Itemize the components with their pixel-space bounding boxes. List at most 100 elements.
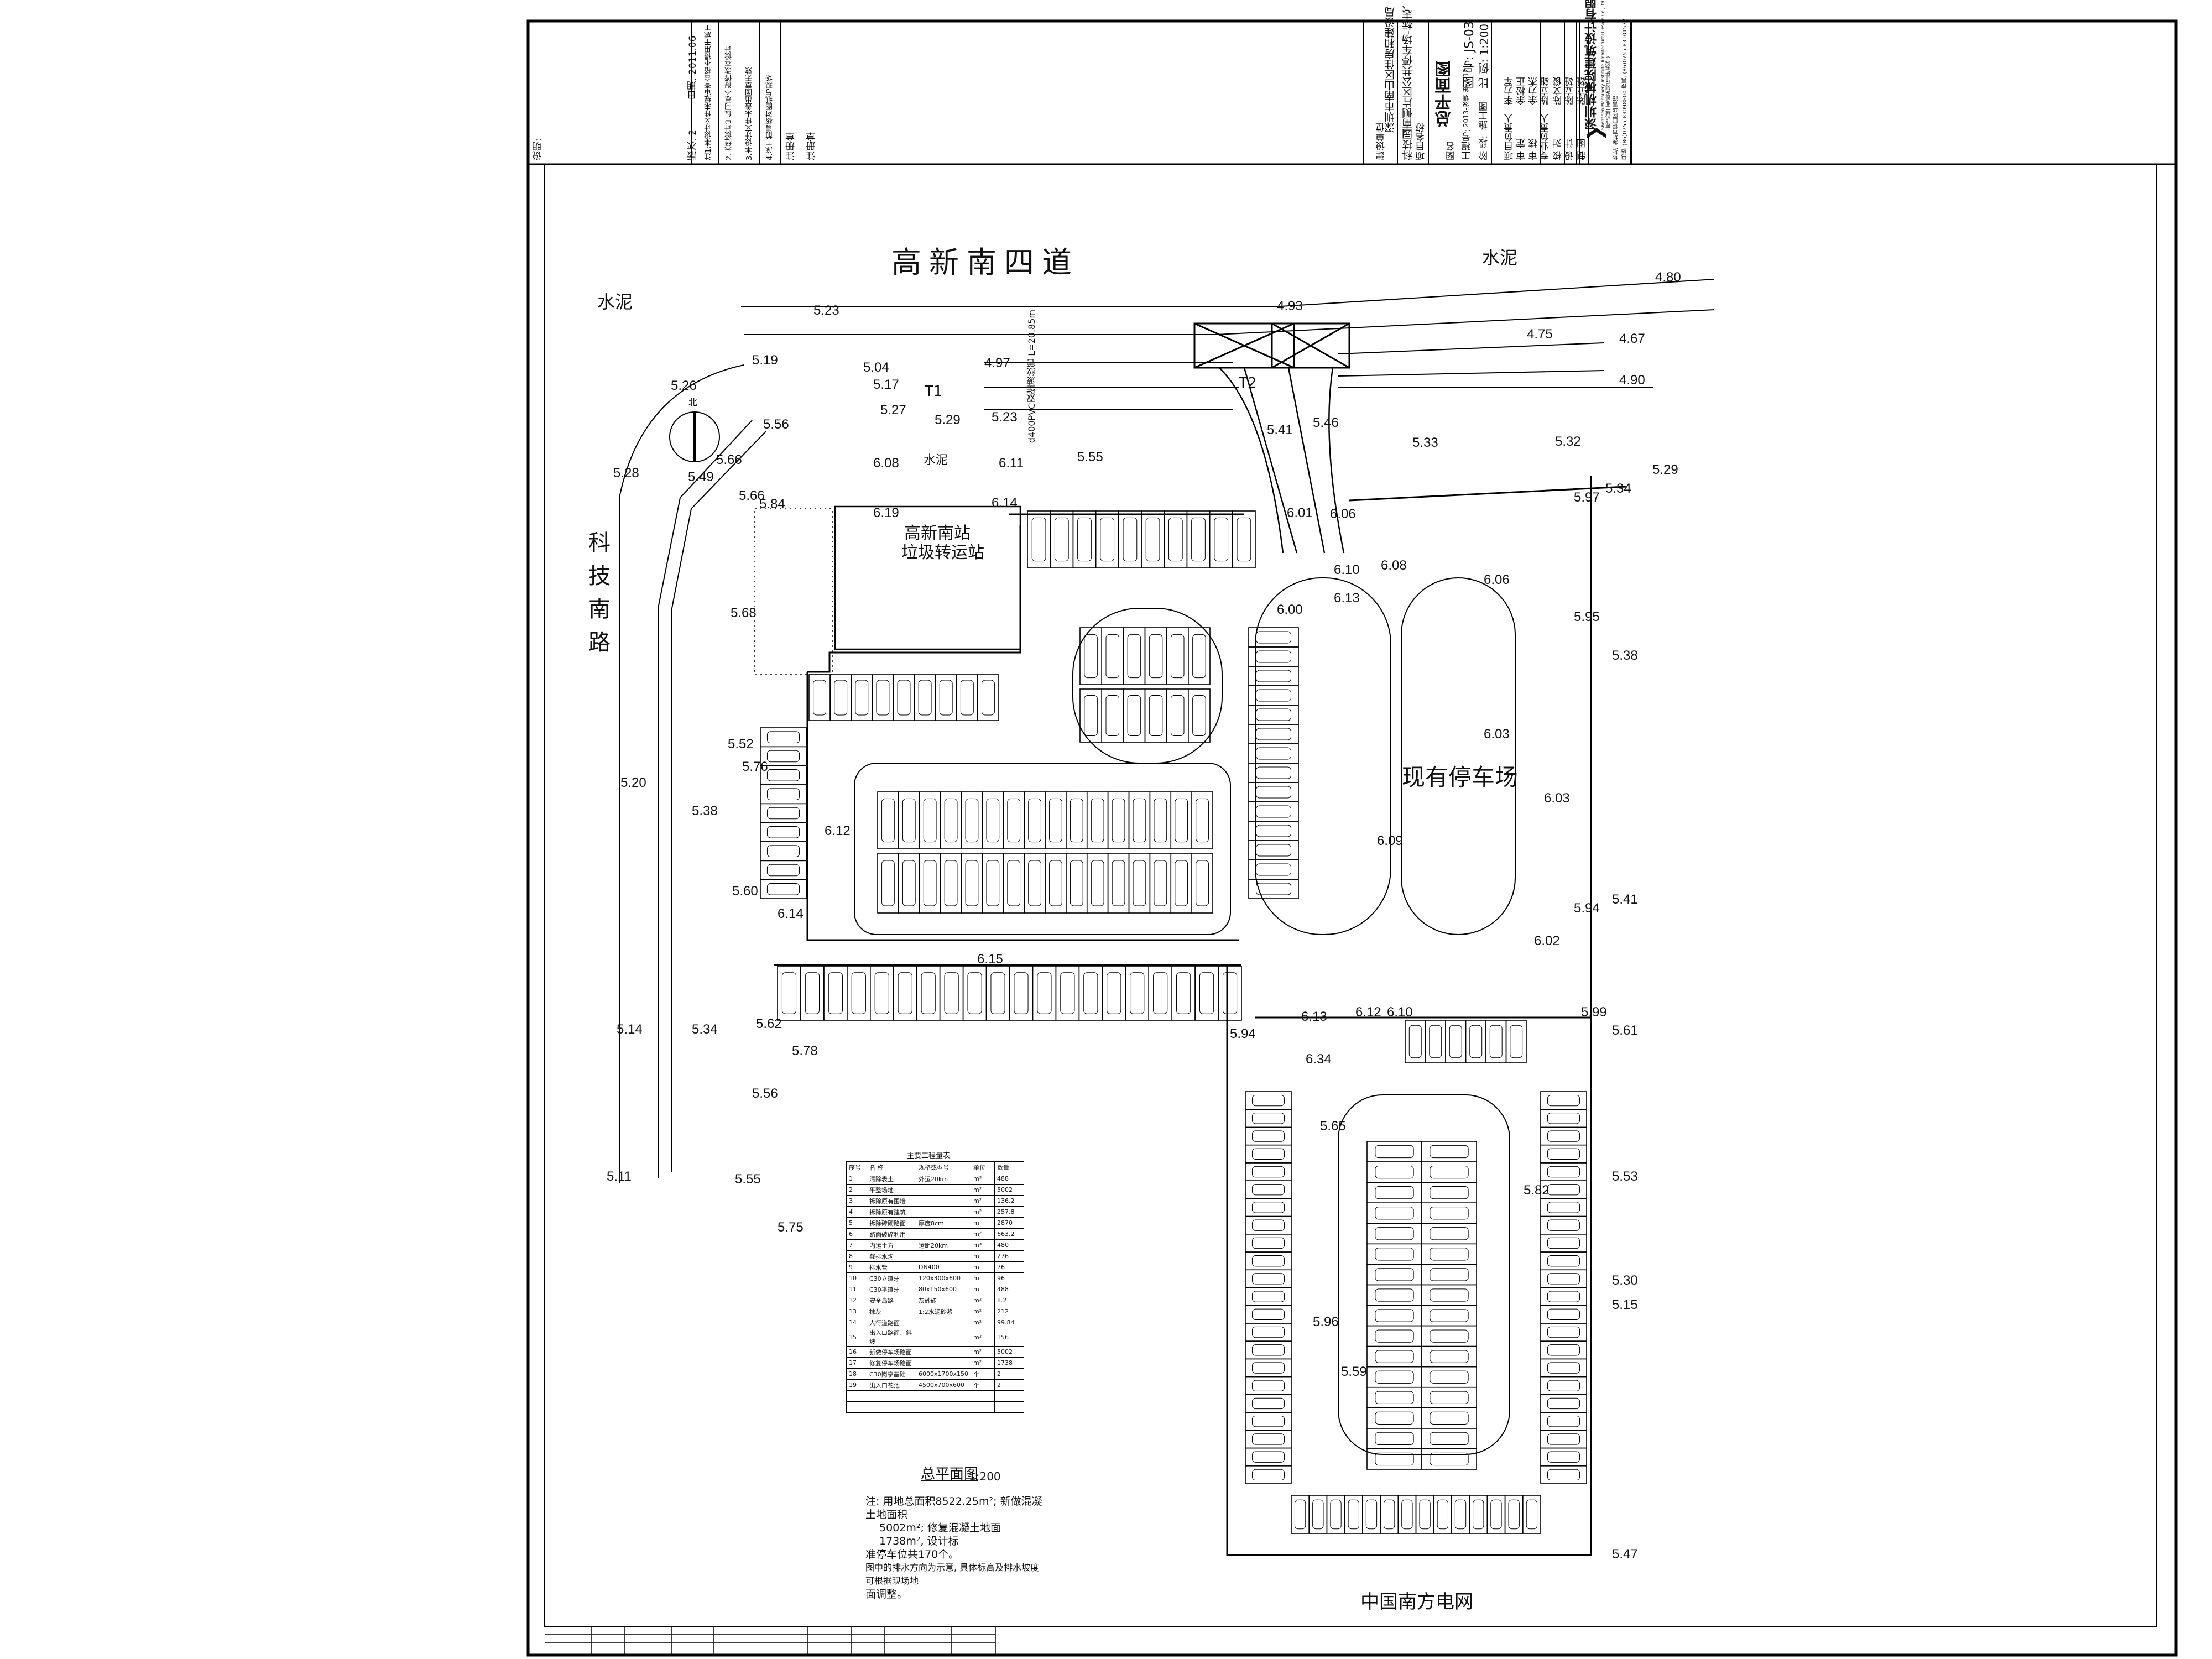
stamp-label: 注册章	[786, 132, 797, 160]
car-icon	[1430, 1452, 1469, 1466]
gate-structures	[1193, 322, 1350, 369]
table-cell: m	[971, 1250, 995, 1262]
car-icon	[897, 680, 911, 716]
car-icon	[1171, 634, 1185, 679]
caption-scale: 1:200	[969, 1470, 1001, 1483]
table-cell	[915, 1346, 972, 1358]
table-cell: 488	[994, 1284, 1025, 1295]
car-icon	[923, 860, 937, 906]
car-icon	[1547, 1380, 1580, 1391]
parking-stall	[1027, 510, 1051, 568]
table-cell: m²	[971, 1328, 995, 1347]
table-cell: C30立道牙	[867, 1272, 916, 1284]
drawing-name: 总平面图	[1435, 61, 1454, 127]
car-icon	[1430, 1329, 1469, 1343]
elevation-label: 5.41	[1612, 892, 1638, 907]
parking-stall	[1045, 791, 1067, 849]
elevation-label: 5.97	[1574, 490, 1600, 505]
parking-stall	[1101, 627, 1124, 685]
client-name: 深圳市南山区住房和建设局	[1384, 7, 1396, 133]
elevation-label: 5.26	[671, 378, 697, 393]
parking-stall	[1380, 1495, 1399, 1534]
stage: 施工图	[1479, 102, 1490, 130]
car-icon	[1251, 1433, 1285, 1445]
parking-stall	[760, 879, 807, 899]
car-icon	[1251, 1397, 1285, 1410]
car-icon	[1375, 1248, 1414, 1261]
car-icon	[1489, 1025, 1503, 1058]
table-cell: m²	[971, 1184, 995, 1196]
parking-stall	[1191, 791, 1213, 849]
parking-stall	[1123, 627, 1146, 685]
existing-lot-islands	[854, 577, 1516, 1455]
parking-stall	[1086, 853, 1109, 914]
signoff-role: 专业负责人	[1540, 113, 1551, 160]
table-cell: 截排水沟	[867, 1250, 916, 1262]
car-icon	[1454, 1499, 1467, 1530]
parking-stall	[1415, 1495, 1434, 1534]
car-icon	[1547, 1202, 1580, 1213]
car-icon	[944, 972, 959, 1014]
car-icon	[1100, 517, 1115, 562]
car-icon	[1547, 1362, 1580, 1374]
table-cell: 11	[846, 1284, 867, 1295]
table-cell: C30岗亭基础	[867, 1368, 916, 1380]
elevation-label: 5.66	[716, 452, 742, 467]
elevation-label: 6.06	[1330, 507, 1356, 521]
car-icon	[1547, 1451, 1580, 1463]
table-row	[846, 1390, 1025, 1402]
table-header: 规格或型号	[915, 1161, 972, 1173]
elevation-label: 5.96	[1313, 1314, 1339, 1329]
table-cell: 灰砂砖	[915, 1295, 972, 1306]
quantity-table-title: 主要工程量表	[907, 1152, 951, 1160]
table-cell: 厚度8cm	[915, 1217, 972, 1229]
car-icon	[965, 860, 979, 906]
divider	[1576, 21, 1577, 164]
parking-stall	[1505, 1020, 1527, 1063]
table-cell: 2	[994, 1379, 1025, 1391]
car-icon	[1430, 1309, 1469, 1322]
car-icon	[766, 750, 800, 763]
parking-stall	[1425, 1020, 1446, 1063]
car-icon	[1312, 1499, 1324, 1530]
elevation-label: 5.68	[731, 606, 757, 620]
car-icon	[1049, 860, 1062, 906]
elevation-label: 5.53	[1612, 1169, 1638, 1184]
parking-stall	[1009, 966, 1034, 1021]
parking-stall	[893, 674, 915, 721]
divider	[718, 21, 719, 164]
parking-stall	[1326, 1495, 1345, 1534]
car-icon	[1251, 1166, 1285, 1178]
parking-stall	[919, 853, 941, 914]
parking-stall	[1072, 510, 1097, 568]
elevation-label: 6.13	[1334, 591, 1360, 606]
table-cell	[994, 1401, 1025, 1413]
table-cell: 17	[846, 1357, 867, 1369]
car-icon	[1251, 1416, 1285, 1427]
divider	[1564, 21, 1565, 164]
car-icon	[881, 798, 895, 843]
elevation-label: 4.67	[1619, 331, 1645, 346]
parking-stall	[893, 966, 917, 1021]
elevation-label: 5.49	[688, 469, 714, 484]
parking-stall	[1344, 1495, 1363, 1534]
north-road	[741, 279, 1715, 410]
parking-stall	[982, 853, 1004, 914]
car-icon	[1091, 860, 1104, 906]
car-icon	[1375, 1227, 1414, 1240]
parking-stall	[985, 966, 1010, 1021]
parking-stall	[1218, 966, 1242, 1021]
elevation-label: 6.00	[1277, 602, 1303, 617]
car-icon	[1251, 1255, 1285, 1267]
table-cell: m²	[971, 1306, 995, 1317]
parking-stall	[1191, 853, 1213, 914]
north-label: 北	[688, 397, 698, 408]
road-label-north: 高新南四道	[891, 245, 1079, 280]
elevation-label: 5.59	[1341, 1364, 1367, 1379]
table-cell: 9	[846, 1261, 867, 1273]
